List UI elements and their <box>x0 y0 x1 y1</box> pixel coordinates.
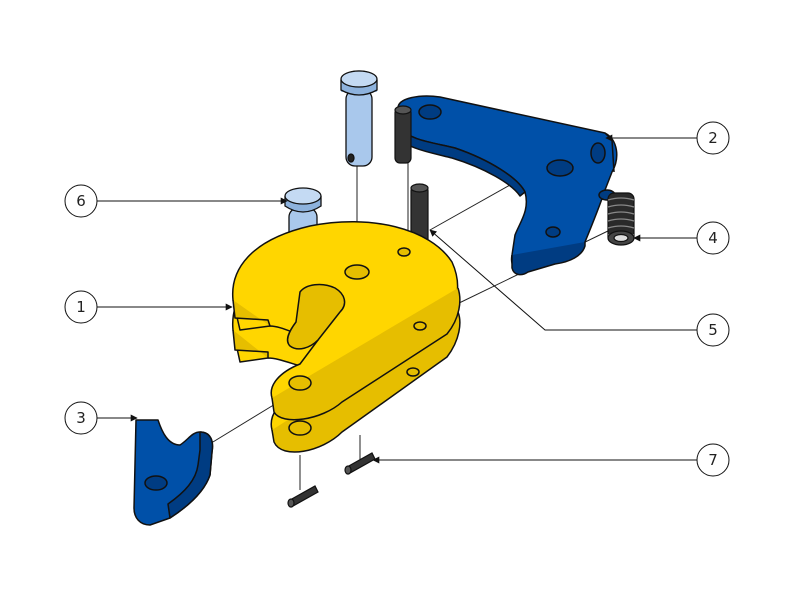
part-7-small-pin-b <box>344 452 376 475</box>
callout-3: 3 <box>64 401 98 435</box>
callout-3-label: 3 <box>76 409 86 427</box>
callout-2-label: 2 <box>708 129 718 147</box>
dark-pin-upper <box>394 105 412 164</box>
callout-7-label: 7 <box>708 451 718 469</box>
part-5-dark-pin <box>410 183 429 245</box>
leader-lines <box>97 134 697 464</box>
callout-4-label: 4 <box>708 229 718 247</box>
callout-2: 2 <box>696 121 730 155</box>
part-4-spring <box>607 192 635 246</box>
part-7-small-pin-a <box>287 485 319 508</box>
callout-7: 7 <box>696 443 730 477</box>
callout-5: 5 <box>696 313 730 347</box>
callout-1: 1 <box>64 290 98 324</box>
callout-5-label: 5 <box>708 321 718 339</box>
part-6-pin-upper <box>340 70 378 167</box>
callout-6-label: 6 <box>76 192 86 210</box>
part-3-blue-latch <box>133 419 214 526</box>
part-1-yellow-plates <box>231 221 461 453</box>
callout-1-label: 1 <box>76 298 86 316</box>
callout-6: 6 <box>64 184 98 218</box>
callout-4: 4 <box>696 221 730 255</box>
